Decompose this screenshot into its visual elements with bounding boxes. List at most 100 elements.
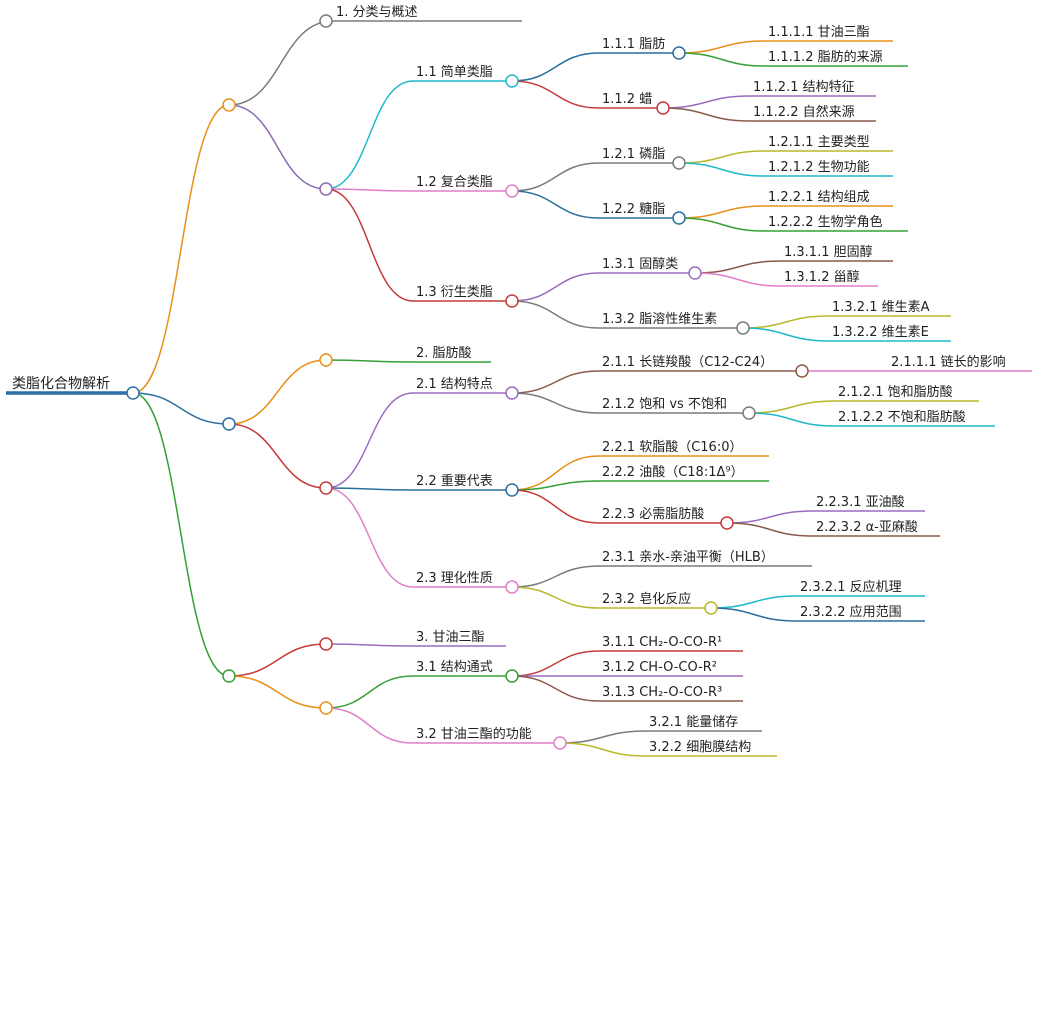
topic-label-n_b22[interactable]: 2.2 重要代表 <box>416 473 493 489</box>
edge-n_a23 <box>325 188 414 302</box>
collapse-toggle-n_b23[interactable] <box>505 580 519 594</box>
topic-label-n_c213[interactable]: 3.1.3 CH₂-O-CO-R³ <box>602 685 722 700</box>
topic-label-n_a21[interactable]: 1.1 简单类脂 <box>416 64 493 80</box>
topic-label-n_b2111[interactable]: 2.1.1.1 链长的影响 <box>891 354 1006 370</box>
collapse-toggle-n_a222[interactable] <box>672 211 686 225</box>
topic-label-n_b2231[interactable]: 2.2.3.1 亚油酸 <box>816 495 905 510</box>
edge-n_b2122 <box>748 412 836 427</box>
collapse-toggle-n_c21[interactable] <box>505 669 519 683</box>
topic-label-n_b2121[interactable]: 2.1.2.1 饱和脂肪酸 <box>838 384 953 400</box>
topic-label-n_a2111[interactable]: 1.1.1.1 甘油三酯 <box>768 25 870 40</box>
edge-n_b2322 <box>710 607 798 622</box>
edge-n_b22 <box>325 487 414 491</box>
topic-label-n_a1[interactable]: 1. 分类与概述 <box>336 5 418 20</box>
topic-label-n_a2122[interactable]: 1.1.2.2 自然来源 <box>753 104 855 120</box>
collapse-toggle-n_a[interactable] <box>222 98 236 112</box>
topic-label-n_a231[interactable]: 1.3.1 固醇类 <box>602 256 678 272</box>
topic-label-n_a2222[interactable]: 1.2.2.2 生物学角色 <box>768 214 883 230</box>
root-topic-label[interactable]: 类脂化合物解析 <box>12 376 110 392</box>
collapse-toggle-n_a232[interactable] <box>736 321 750 335</box>
collapse-toggle-n_a1[interactable] <box>319 14 333 28</box>
topic-label-n_a23[interactable]: 1.3 衍生类脂 <box>416 285 493 300</box>
edge-n_c1c <box>228 643 327 677</box>
topic-label-n_b2322[interactable]: 2.3.2.2 应用范围 <box>800 604 902 620</box>
edge-n_a2211 <box>678 150 766 164</box>
topic-label-n_b21[interactable]: 2.1 结构特点 <box>416 377 493 392</box>
topic-label-n_b211[interactable]: 2.1.1 长链羧酸（C12-C24） <box>602 354 773 370</box>
edge-n_b21 <box>325 392 414 489</box>
topic-label-n_a2121[interactable]: 1.1.2.1 结构特征 <box>753 80 855 95</box>
edge-n_a21 <box>325 80 414 190</box>
topic-label-n_b2321[interactable]: 2.3.2.1 反应机理 <box>800 579 902 595</box>
topic-label-n_b223[interactable]: 2.2.3 必需脂肪酸 <box>602 506 704 522</box>
collapse-toggle-n_a22[interactable] <box>505 184 519 198</box>
topic-label-n_a222[interactable]: 1.2.2 糖脂 <box>602 201 665 217</box>
topic-label-n_b221[interactable]: 2.2.1 软脂酸（C16:0） <box>602 440 742 455</box>
topic-label-n_a232[interactable]: 1.3.2 脂溶性维生素 <box>602 312 717 327</box>
topic-label-n_c22[interactable]: 3.2 甘油三酯的功能 <box>416 726 532 742</box>
collapse-toggle-n_b232[interactable] <box>704 601 718 615</box>
topic-label-n_b2232[interactable]: 2.2.3.2 α-亚麻酸 <box>816 520 918 535</box>
collapse-toggle-n_a221[interactable] <box>672 156 686 170</box>
collapse-toggle-n_a21[interactable] <box>505 74 519 88</box>
collapse-toggle-n_a2[interactable] <box>319 182 333 196</box>
topic-label-n_a2212[interactable]: 1.2.1.2 生物功能 <box>768 160 870 175</box>
topic-label-n_a2322[interactable]: 1.3.2.2 维生素E <box>832 325 929 340</box>
collapse-toggle-n_b21[interactable] <box>505 386 519 400</box>
collapse-toggle-n_b211[interactable] <box>795 364 809 378</box>
topic-label-n_a2221[interactable]: 1.2.2.1 结构组成 <box>768 190 870 205</box>
collapse-toggle-n_b223[interactable] <box>720 516 734 530</box>
topic-label-n_a2312[interactable]: 1.3.1.2 甾醇 <box>784 269 860 285</box>
topic-label-n_c211[interactable]: 3.1.1 CH₂-O-CO-R¹ <box>602 635 722 650</box>
edge-n_c222 <box>559 742 647 757</box>
collapse-toggle-n_a211[interactable] <box>672 46 686 60</box>
edge-n_c1 <box>325 643 414 647</box>
edge-n_c213 <box>511 675 600 702</box>
topic-label-n_b23[interactable]: 2.3 理化性质 <box>416 571 493 586</box>
collapse-toggle-n_b22[interactable] <box>505 483 519 497</box>
topic-label-n_b222[interactable]: 2.2.2 油酸（C18:1Δ⁹） <box>602 465 744 480</box>
topic-label-n_c222[interactable]: 3.2.2 细胞膜结构 <box>649 740 751 755</box>
collapse-toggle-n_c2[interactable] <box>319 701 333 715</box>
topic-label-n_c21[interactable]: 3.1 结构通式 <box>416 660 493 675</box>
topic-label-n_a211[interactable]: 1.1.1 脂肪 <box>602 36 665 52</box>
collapse-toggle-n_b212[interactable] <box>742 406 756 420</box>
topic-label-n_a22[interactable]: 1.2 复合类脂 <box>416 175 493 190</box>
edge-n_b2321 <box>710 595 798 609</box>
topic-label-n_c212[interactable]: 3.1.2 CH-O-CO-R² <box>602 660 717 675</box>
collapse-toggle-n_c[interactable] <box>222 669 236 683</box>
topic-label-n_a212[interactable]: 1.1.2 蜡 <box>602 92 652 107</box>
topic-label-n_a2112[interactable]: 1.1.1.2 脂肪的来源 <box>768 49 883 65</box>
edge-n_a232 <box>511 300 600 329</box>
collapse-toggle-n_b[interactable] <box>222 417 236 431</box>
collapse-toggle-n_a231[interactable] <box>688 266 702 280</box>
topic-label-n_c1[interactable]: 3. 甘油三酯 <box>416 630 485 645</box>
collapse-toggle-n_b2[interactable] <box>319 481 333 495</box>
topic-label-n_a2311[interactable]: 1.3.1.1 胆固醇 <box>784 244 873 260</box>
edge-n_b2 <box>228 423 327 489</box>
topic-label-n_b232[interactable]: 2.3.2 皂化反应 <box>602 591 691 607</box>
collapse-toggle-n_c1c[interactable] <box>319 637 333 651</box>
edge-n_b2232 <box>726 522 814 537</box>
topic-label-n_a2211[interactable]: 1.2.1.1 主要类型 <box>768 135 870 150</box>
collapse-toggle-n_a212[interactable] <box>656 101 670 115</box>
collapse-toggle-n_b1c[interactable] <box>319 353 333 367</box>
edge-n_a2 <box>228 104 327 190</box>
edge-n_b2231 <box>726 510 814 524</box>
edge-n_a221 <box>511 162 600 192</box>
topic-label-n_b1[interactable]: 2. 脂肪酸 <box>416 345 472 361</box>
collapse-toggle-root[interactable] <box>126 386 140 400</box>
collapse-toggle-n_c22[interactable] <box>553 736 567 750</box>
topic-label-n_b212[interactable]: 2.1.2 饱和 vs 不饱和 <box>602 397 727 412</box>
topic-label-n_b2122[interactable]: 2.1.2.2 不饱和脂肪酸 <box>838 409 966 425</box>
collapse-toggle-n_a23[interactable] <box>505 294 519 308</box>
edge-n_b <box>132 392 230 425</box>
edge-n_a2311 <box>694 260 782 274</box>
edge-n_c211 <box>511 650 600 677</box>
edge-n_b212 <box>511 392 600 414</box>
edge-n_b221 <box>511 455 600 491</box>
topic-label-n_a221[interactable]: 1.2.1 磷脂 <box>602 147 665 162</box>
topic-label-n_c221[interactable]: 3.2.1 能量储存 <box>649 715 738 730</box>
topic-label-n_b231[interactable]: 2.3.1 亲水-亲油平衡（HLB） <box>602 550 774 565</box>
topic-label-n_a2321[interactable]: 1.3.2.1 维生素A <box>832 300 930 315</box>
